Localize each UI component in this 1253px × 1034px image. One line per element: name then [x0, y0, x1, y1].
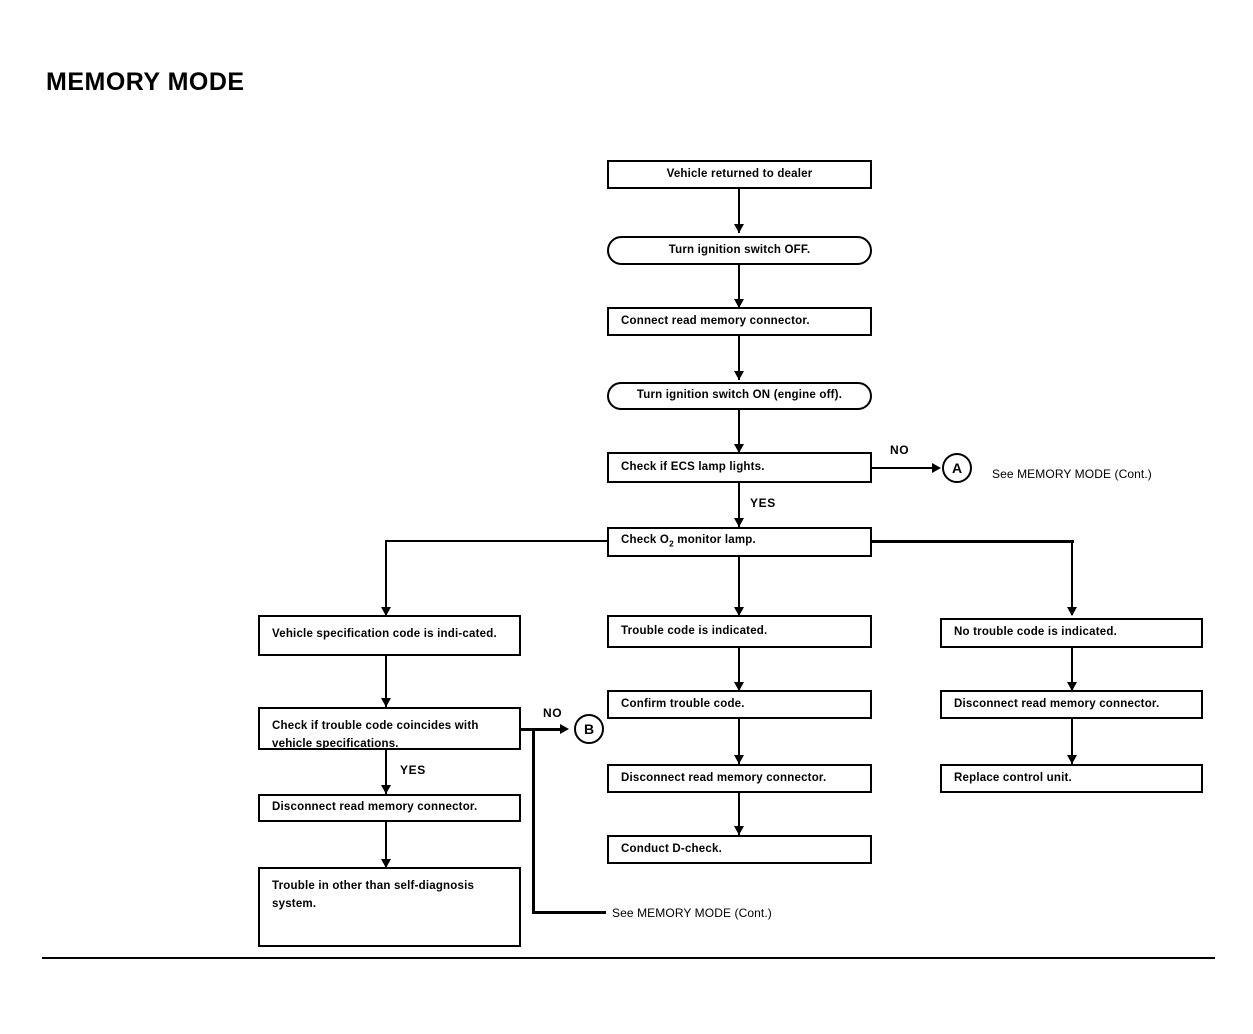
node-label: Check if ECS lamp lights. — [621, 460, 765, 473]
connector-o2-split-left-vertical — [385, 540, 387, 615]
node-trouble-other-than-self-diagnosis: Trouble in other than self-diagnosis sys… — [258, 867, 521, 947]
reference-note-a: See MEMORY MODE (Cont.) — [992, 467, 1152, 481]
node-replace-control-unit: Replace control unit. — [940, 764, 1203, 793]
connector-ignition-on-to-ecs-check — [738, 410, 740, 452]
node-vehicle-returned-to-dealer: Vehicle returned to dealer — [607, 160, 872, 189]
connector-no-trouble-to-disconnect — [1071, 648, 1073, 691]
arrowhead-down — [734, 299, 744, 308]
node-conduct-d-check: Conduct D-check. — [607, 835, 872, 864]
connector-confirm-to-disconnect — [738, 719, 740, 764]
node-label: Turn ignition switch OFF. — [668, 243, 811, 256]
connector-circle-b: B — [574, 714, 604, 744]
node-no-trouble-code-is-indicated: No trouble code is indicated. — [940, 618, 1203, 648]
node-label: No trouble code is indicated. — [954, 626, 1117, 639]
connector-trouble-code-to-confirm — [738, 648, 740, 691]
connector-spec-code-to-coincides — [385, 656, 387, 708]
node-center-disconnect-read-memory-connector: Disconnect read memory connector. — [607, 764, 872, 793]
connector-o2-split-right-horizontal — [870, 540, 1074, 543]
arrowhead-down — [734, 224, 744, 233]
arrowhead-down — [381, 785, 391, 794]
node-check-o2-monitor-lamp: Check O2 monitor lamp. — [607, 527, 872, 557]
arrowhead-down — [734, 444, 744, 453]
connector-circle-a: A — [942, 453, 972, 483]
connector-left-disconnect-to-trouble-other — [385, 822, 387, 868]
arrowhead-down — [1067, 755, 1077, 764]
arrowhead-down — [734, 755, 744, 764]
connector-ignition-off-to-connect — [738, 265, 740, 308]
arrowhead-down — [381, 607, 391, 616]
connector-b-route-horizontal — [532, 911, 606, 914]
node-label-subscript: 2 — [669, 539, 674, 549]
connector-right-disconnect-to-replace — [1071, 719, 1073, 764]
node-confirm-trouble-code: Confirm trouble code. — [607, 690, 872, 719]
node-label: Disconnect read memory connector. — [272, 801, 478, 814]
node-label: Vehicle returned to dealer — [666, 167, 813, 180]
reference-note-b: See MEMORY MODE (Cont.) — [612, 906, 772, 920]
node-vehicle-specification-code: Vehicle specification code is indi-cated… — [258, 615, 521, 656]
node-label: Vehicle specification code is indi-cated… — [272, 628, 497, 640]
node-right-disconnect-read-memory-connector: Disconnect read memory connector. — [940, 690, 1203, 719]
connector-disconnect-to-dcheck — [738, 793, 740, 835]
node-turn-ignition-switch-on: Turn ignition switch ON (engine off). — [607, 382, 872, 410]
branch-label-coincides-no: NO — [543, 706, 563, 720]
connector-coincides-no-branch — [521, 728, 565, 731]
connector-o2-split-center-vertical — [738, 557, 740, 615]
connector-ecs-no-branch — [872, 467, 937, 469]
node-label-part1: Check O — [621, 534, 670, 547]
node-label: Disconnect read memory connector. — [621, 771, 827, 784]
node-check-trouble-code-coincides: Check if trouble code coincides with veh… — [258, 707, 521, 750]
arrowhead-down — [1067, 607, 1077, 616]
connector-connect-to-ignition-on — [738, 336, 740, 380]
arrowhead-down — [734, 371, 744, 380]
arrowhead-right — [560, 724, 569, 734]
arrowhead-down — [381, 859, 391, 868]
arrowhead-down — [734, 682, 744, 691]
arrowhead-down — [734, 607, 744, 616]
branch-label-ecs-no: NO — [890, 443, 910, 457]
branch-label-coincides-yes: YES — [400, 763, 426, 777]
node-label: Check O2 monitor lamp. — [621, 532, 862, 551]
node-label-part2: monitor lamp. — [673, 534, 756, 547]
node-check-ecs-lamp: Check if ECS lamp lights. — [607, 452, 872, 483]
node-label: Trouble code is indicated. — [621, 624, 768, 637]
arrowhead-right — [932, 463, 941, 473]
node-label: Connect read memory connector. — [621, 314, 810, 327]
node-label: Disconnect read memory connector. — [954, 697, 1160, 710]
page-title: MEMORY MODE — [46, 68, 245, 96]
node-label: Trouble in other than self-diagnosis sys… — [272, 880, 475, 910]
branch-label-ecs-yes: YES — [750, 496, 776, 510]
arrowhead-down — [734, 518, 744, 527]
arrowhead-down — [1067, 682, 1077, 691]
connector-o2-split-left-horizontal — [385, 540, 609, 542]
node-connect-read-memory-connector: Connect read memory connector. — [607, 307, 872, 336]
node-left-disconnect-read-memory-connector: Disconnect read memory connector. — [258, 794, 521, 822]
node-label: Turn ignition switch ON (engine off). — [636, 389, 843, 402]
connector-coincides-yes-branch — [385, 750, 387, 794]
connector-ecs-yes-branch — [738, 483, 740, 527]
connector-start-to-ignition-off — [738, 189, 740, 233]
node-trouble-code-is-indicated: Trouble code is indicated. — [607, 615, 872, 648]
connector-o2-split-right-vertical — [1071, 540, 1073, 615]
node-label: Check if trouble code coincides with veh… — [272, 720, 479, 750]
node-label: Replace control unit. — [954, 771, 1072, 784]
node-turn-ignition-switch-off: Turn ignition switch OFF. — [607, 236, 872, 265]
connector-b-route-vertical — [532, 728, 535, 914]
arrowhead-down — [734, 826, 744, 835]
arrowhead-down — [381, 698, 391, 707]
node-label: Confirm trouble code. — [621, 697, 745, 710]
node-label: Conduct D-check. — [621, 842, 722, 855]
footer-divider — [42, 957, 1215, 959]
